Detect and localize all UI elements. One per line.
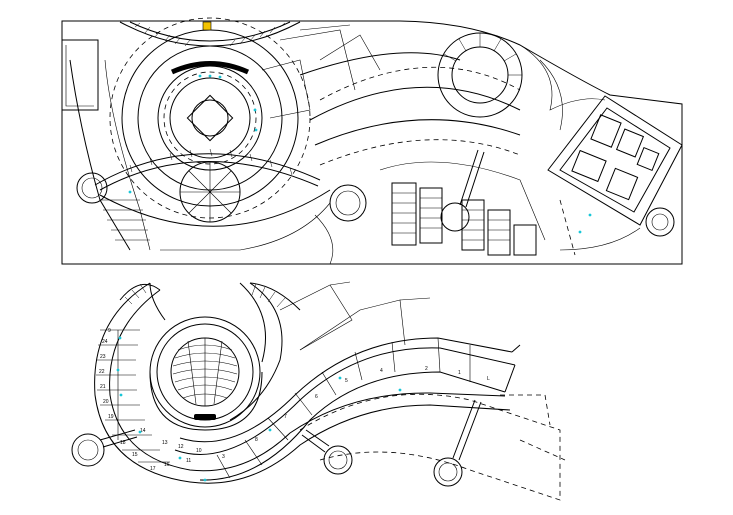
room-label: 15: [132, 452, 138, 458]
room-label: 4: [380, 368, 383, 374]
left-room-column: [96, 329, 170, 463]
top-arc-band: [119, 21, 301, 47]
room-label: 14: [140, 428, 146, 434]
room-label: 20: [103, 399, 109, 405]
room-labels: L 1 2 4 5 6 7 8 3 24 23 22 21 20 19 18 1…: [99, 328, 490, 472]
upper-panels: [279, 281, 431, 351]
auditorium: [149, 316, 263, 431]
left-inner-wall: [65, 45, 94, 107]
room-label: 7: [284, 414, 287, 420]
corridor-inner: [179, 337, 513, 443]
left-tile-grid: [100, 199, 150, 241]
room-label: 3: [222, 454, 225, 460]
eye-walkway: [94, 148, 331, 227]
lower-cyan-markers: [116, 336, 402, 482]
middle-pavilion: [301, 429, 353, 475]
room-label: 18: [120, 440, 126, 446]
room-label: L: [487, 376, 490, 382]
center-node: [329, 184, 367, 222]
room-label: 8: [255, 437, 258, 443]
entry-marker: [202, 21, 212, 31]
room-label: 5: [345, 378, 348, 384]
room-dividers: [216, 337, 471, 479]
left-pavilion: [71, 429, 138, 467]
room-label: 19: [108, 414, 114, 420]
corridor-outer: [174, 347, 516, 455]
room-label: 11: [186, 458, 191, 464]
top-lobes: [119, 282, 301, 311]
outer-wall: [94, 282, 511, 484]
room-label: 10: [196, 448, 202, 454]
room-label: 13: [162, 440, 168, 446]
right-node: [645, 207, 675, 237]
upper-cyan-markers: [128, 74, 592, 234]
room-label: 24: [102, 339, 108, 345]
stage: [194, 414, 216, 420]
left-wall: [62, 39, 99, 111]
room-label: 9: [108, 328, 111, 334]
rooms-bottom: [199, 371, 506, 481]
room-label: 23: [100, 354, 106, 360]
stage-arc: [170, 61, 250, 75]
mid-right-node: [440, 202, 470, 232]
room-label: 21: [100, 384, 106, 390]
room-label: 12: [178, 444, 184, 450]
diamond-building: [547, 95, 683, 226]
room-label: 22: [99, 369, 105, 375]
lower-floor-plan: L 1 2 4 5 6 7 8 3 24 23 22 21 20 19 18 1…: [71, 281, 566, 501]
fan-segments: [261, 24, 381, 119]
right-pavilion: [433, 399, 482, 487]
upper-site-plan: [61, 17, 683, 265]
parking-blocks: [391, 182, 537, 256]
curved-bands: [299, 52, 521, 166]
site-plan-frame: [61, 20, 683, 265]
left-node: [76, 172, 108, 204]
room-label: 2: [425, 366, 428, 372]
room-label: 6: [315, 394, 318, 400]
amphitheater-ring: [437, 32, 523, 118]
room-label: 16: [164, 462, 170, 468]
landscape-curve: [519, 44, 606, 111]
top-arc-hatch: [134, 22, 286, 47]
room-label: 17: [150, 466, 156, 472]
dashed-outline: [299, 393, 566, 501]
room-label: 1: [458, 370, 461, 376]
